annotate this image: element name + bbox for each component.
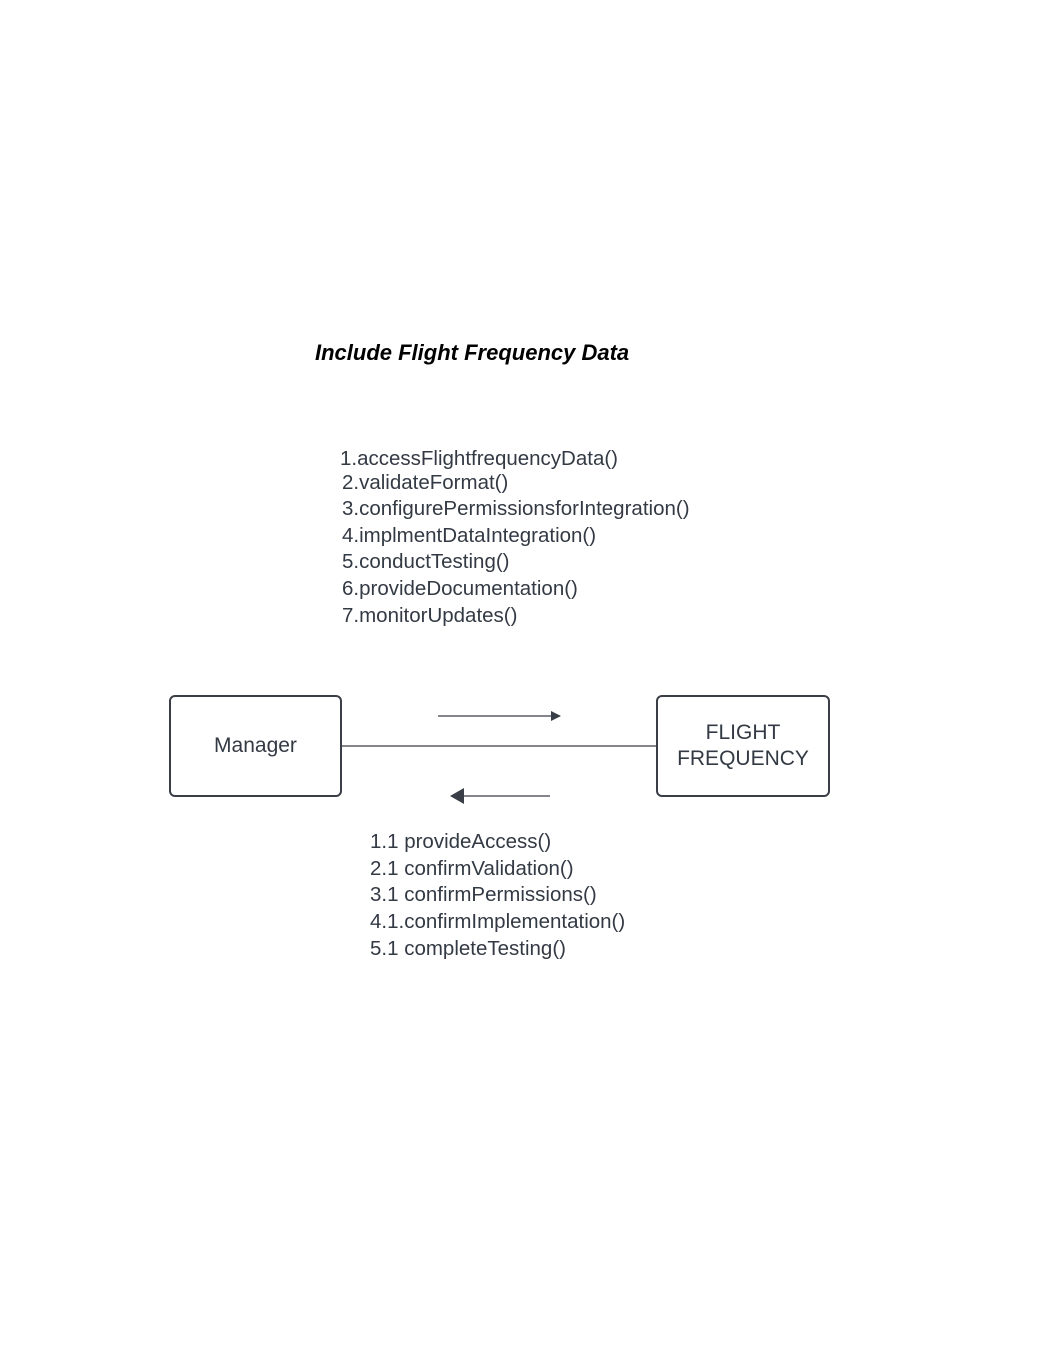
forward-message: 7.monitorUpdates() xyxy=(342,604,518,627)
forward-message: 6.provideDocumentation() xyxy=(342,577,578,600)
forward-message: 5.conductTesting() xyxy=(342,550,510,573)
reply-message: 5.1 completeTesting() xyxy=(370,937,566,960)
reply-arrow xyxy=(450,788,550,804)
reply-message: 3.1 confirmPermissions() xyxy=(370,883,597,906)
reply-message: 4.1.confirmImplementation() xyxy=(370,910,626,933)
flight-frequency-label-line-2: FREQUENCY xyxy=(677,747,809,770)
flight-frequency-label-line-1: FLIGHT xyxy=(705,721,781,744)
manager-object[interactable]: Manager xyxy=(169,695,342,797)
forward-message: 1.accessFlightfrequencyData() xyxy=(340,447,619,470)
manager-label: Manager xyxy=(214,734,297,757)
reply-message: 2.1 confirmValidation() xyxy=(370,857,574,880)
diagram-title: Include Flight Frequency Data xyxy=(315,340,630,365)
forward-message: 4.implmentDataIntegration() xyxy=(342,524,597,547)
reply-message: 1.1 provideAccess() xyxy=(370,830,552,853)
forward-message: 2.validateFormat() xyxy=(342,471,509,494)
forward-message: 3.configurePermissionsforIntegration() xyxy=(342,497,690,520)
flight-frequency-object[interactable]: FLIGHT FREQUENCY xyxy=(656,695,830,797)
